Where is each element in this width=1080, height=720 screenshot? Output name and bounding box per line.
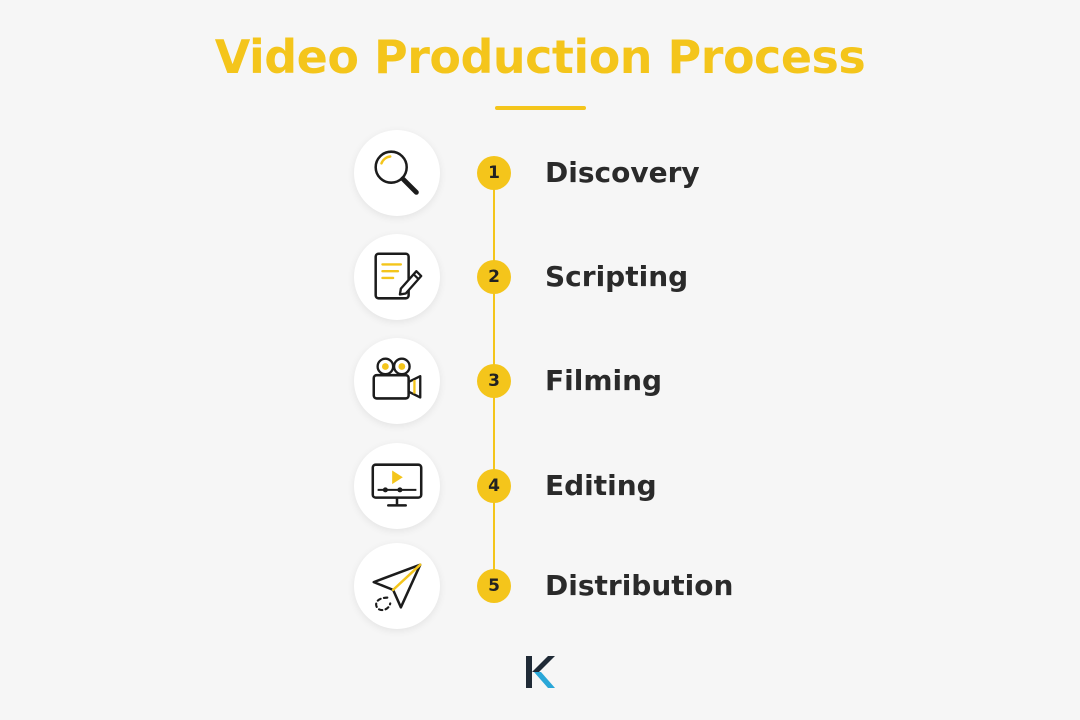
step-label: Discovery	[545, 156, 700, 189]
step-number: 4	[477, 469, 511, 503]
step-number: 2	[477, 260, 511, 294]
step-icon-container	[354, 234, 440, 320]
paper-plane-icon	[372, 563, 422, 612]
k-logo-icon	[526, 656, 555, 688]
step-icon-container	[354, 443, 440, 529]
step-icon-container	[354, 130, 440, 216]
step-icon-container	[354, 543, 440, 629]
step-label: Editing	[545, 469, 657, 502]
step-label: Scripting	[545, 260, 689, 293]
step-icon-container	[354, 338, 440, 424]
magnifier-icon	[374, 150, 419, 195]
step-label: Filming	[545, 364, 663, 397]
step-label: Distribution	[545, 569, 734, 602]
video-camera-icon	[372, 357, 422, 400]
page-title: Video Production Process	[214, 30, 866, 84]
monitor-play-icon	[371, 463, 423, 507]
step-number: 5	[477, 569, 511, 603]
step-number: 3	[477, 364, 511, 398]
title-underline	[495, 106, 586, 110]
document-pencil-icon	[374, 252, 423, 300]
step-number: 1	[477, 156, 511, 190]
